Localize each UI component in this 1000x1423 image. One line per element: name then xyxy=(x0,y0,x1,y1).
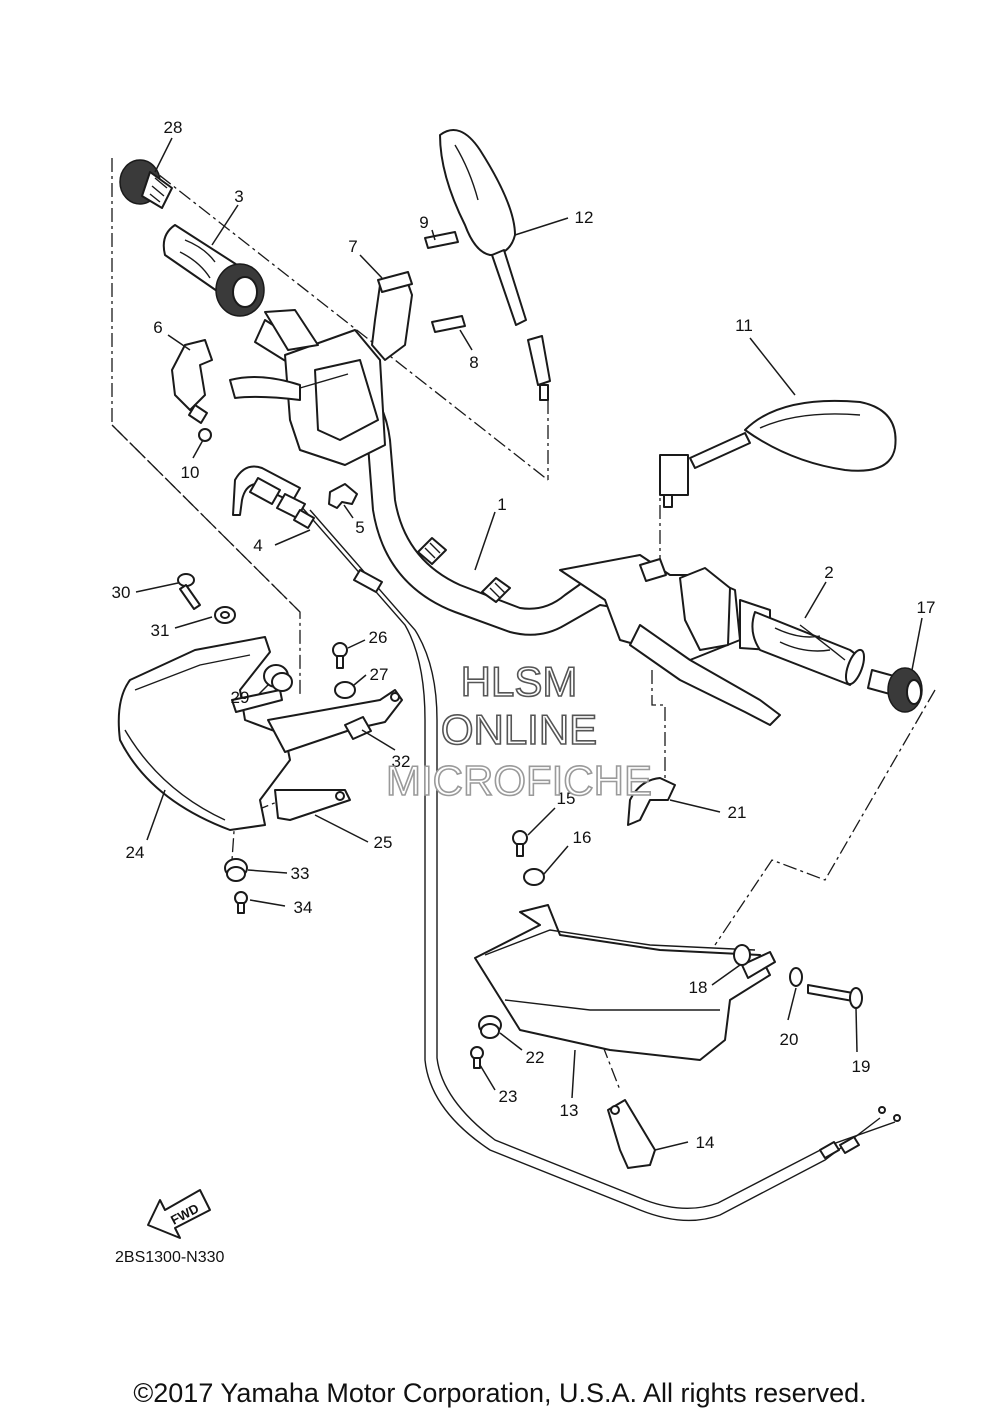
callout-24: 24 xyxy=(126,843,145,862)
switch-clamp xyxy=(371,231,466,361)
callout-6: 6 xyxy=(153,318,162,337)
callout-20: 20 xyxy=(780,1030,799,1049)
callout-14: 14 xyxy=(696,1133,715,1152)
callout-33: 33 xyxy=(291,864,310,883)
throttle-cable xyxy=(299,504,901,1222)
fwd-arrow: FWD xyxy=(147,1189,211,1239)
left-hand-guard xyxy=(117,636,291,831)
callout-29: 29 xyxy=(231,688,250,707)
left-grip-end xyxy=(119,159,173,209)
callout-15: 15 xyxy=(557,789,576,808)
callout-18: 18 xyxy=(689,978,708,997)
callout-25: 25 xyxy=(374,833,393,852)
callout-34: 34 xyxy=(294,898,313,917)
callout-4: 4 xyxy=(253,536,262,555)
callout-22: 22 xyxy=(526,1048,545,1067)
callout-12: 12 xyxy=(575,208,594,227)
left-switch-housing xyxy=(229,309,386,466)
left-clamp xyxy=(171,339,213,442)
copyright-notice: ©2017 Yamaha Motor Corporation, U.S.A. A… xyxy=(133,1378,867,1408)
callout-17: 17 xyxy=(917,598,936,617)
watermark-line-3: MICROFICHE xyxy=(386,757,652,804)
watermark: HLSM ONLINE MICROFICHE xyxy=(385,657,653,805)
callout-28: 28 xyxy=(164,118,183,137)
callout-23: 23 xyxy=(499,1087,518,1106)
cable-guide xyxy=(328,483,358,509)
right-grip xyxy=(751,611,866,686)
left-mirror xyxy=(439,129,551,401)
right-lever-housing xyxy=(559,554,781,726)
right-mirror xyxy=(659,399,897,508)
callout-16: 16 xyxy=(573,828,592,847)
callout-21: 21 xyxy=(728,803,747,822)
right-grip-end xyxy=(867,667,923,713)
callout-5: 5 xyxy=(355,518,364,537)
leader-lines xyxy=(135,137,923,1151)
callout-7: 7 xyxy=(348,237,357,256)
callout-10: 10 xyxy=(181,463,200,482)
callout-26: 26 xyxy=(369,628,388,647)
left-guard-bracket xyxy=(267,689,403,821)
hardware xyxy=(177,573,863,1069)
callout-9: 9 xyxy=(419,213,428,232)
diagram-code: 2BS1300-N330 xyxy=(115,1249,225,1266)
left-grip xyxy=(162,224,265,317)
callout-numbers: 1 2 3 4 5 6 7 8 9 10 11 12 13 14 15 16 1… xyxy=(112,118,936,1152)
watermark-line-2: ONLINE xyxy=(441,706,597,753)
callout-19: 19 xyxy=(852,1057,871,1076)
callout-13: 13 xyxy=(560,1101,579,1120)
callout-1: 1 xyxy=(497,495,506,514)
right-guard-bracket xyxy=(607,1099,656,1169)
callout-11: 11 xyxy=(735,316,753,335)
watermark-line-1: HLSM xyxy=(461,658,578,705)
callout-3: 3 xyxy=(234,187,243,206)
callout-27: 27 xyxy=(370,665,389,684)
callout-31: 31 xyxy=(151,621,170,640)
callout-32: 32 xyxy=(392,752,411,771)
callout-8: 8 xyxy=(469,353,478,372)
callout-30: 30 xyxy=(112,583,131,602)
right-hand-guard xyxy=(474,904,776,1061)
throttle-cable-assembly xyxy=(232,465,383,593)
callout-2: 2 xyxy=(824,563,833,582)
